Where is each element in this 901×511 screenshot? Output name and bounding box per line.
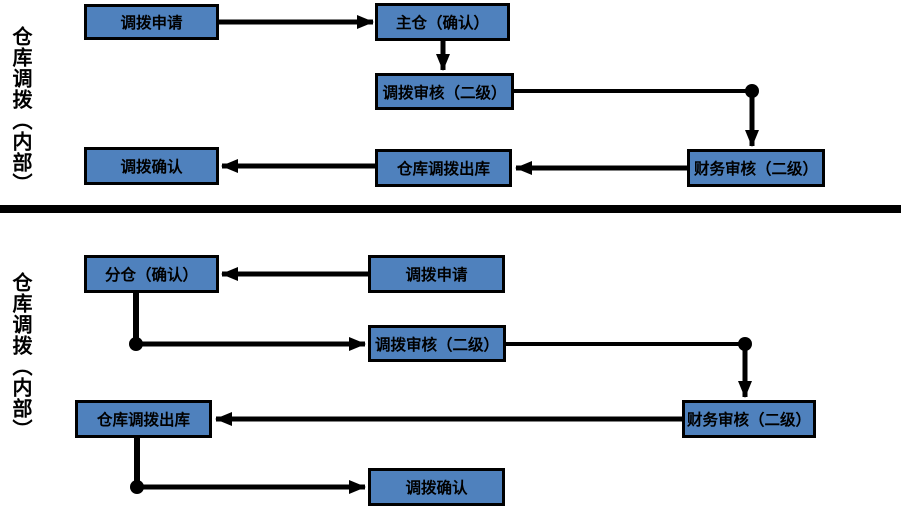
section-divider [0,205,901,213]
node-transfer-review-bottom: 调拨审核（二级） [368,325,506,362]
node-main-warehouse-confirm: 主仓（确认） [375,3,510,41]
junction-dot-bottom-right [738,337,752,351]
junction-dot-top [745,84,759,98]
section-label-bottom: 仓库调拨（内部） [9,272,31,440]
node-warehouse-outbound-bottom: 仓库调拨出库 [75,400,212,438]
node-warehouse-outbound-top: 仓库调拨出库 [375,149,512,187]
junction-dot-branch [129,337,143,351]
node-finance-review-top: 财务审核（二级） [687,149,825,187]
node-transfer-confirm-bottom: 调拨确认 [368,468,505,506]
section-label-top: 仓库调拨（内部） [9,26,31,194]
junction-dot-outbound [130,480,144,494]
node-transfer-request-bottom: 调拨申请 [368,255,505,293]
node-transfer-confirm-top: 调拨确认 [84,147,219,185]
node-transfer-request-top: 调拨申请 [84,4,219,40]
node-branch-warehouse-confirm: 分仓（确认） [84,255,219,293]
node-transfer-review-top: 调拨审核（二级） [375,73,514,110]
node-finance-review-bottom: 财务审核（二级） [682,400,816,438]
